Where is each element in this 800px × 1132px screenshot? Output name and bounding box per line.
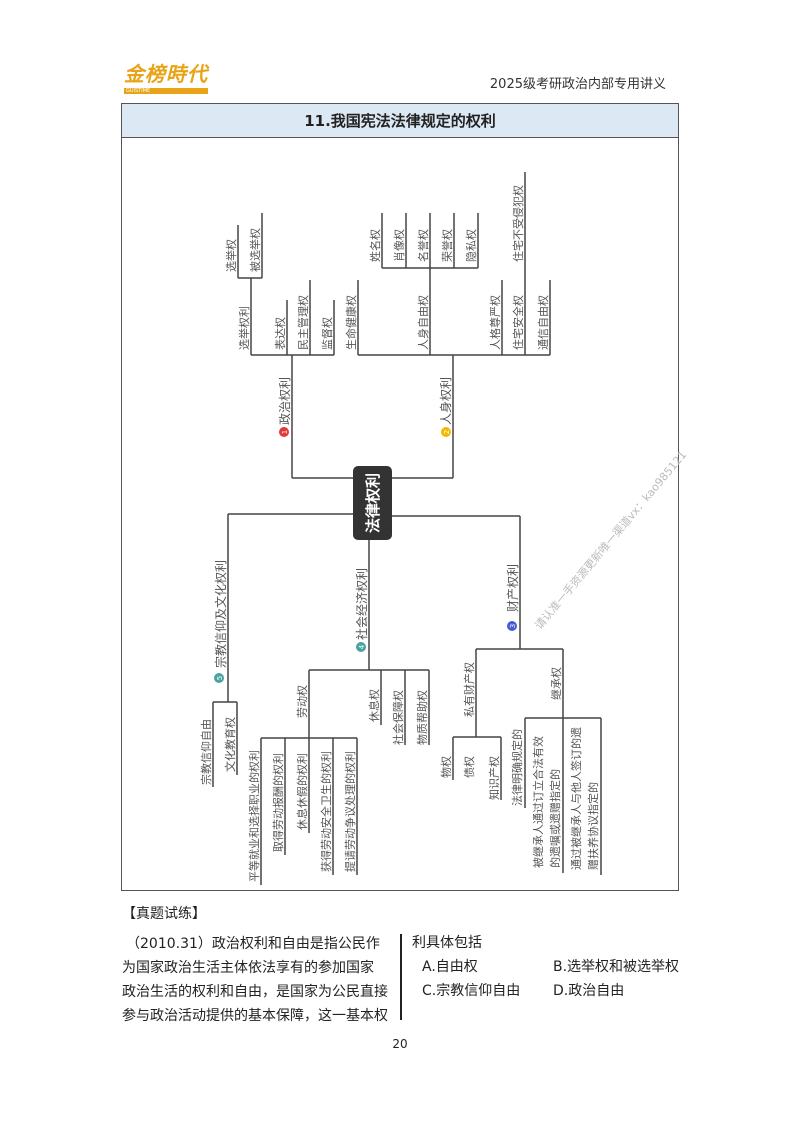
question-line: 政治生活的权利和自由，是国家为公民直接 xyxy=(122,984,388,1000)
node-label-personal-personal-freedom: 人身自由权 xyxy=(416,295,430,350)
node-label-personal-life-health: 生命健康权 xyxy=(344,295,358,350)
question-line: （2010.31）政治权利和自由是指公民作 xyxy=(126,936,380,952)
option-d: D.政治自由 xyxy=(553,983,625,999)
node-label-personal-dignity: 人格尊严权 xyxy=(488,295,502,350)
node-label-personal-name: 姓名权 xyxy=(368,229,382,262)
branch-label-personal-label: 人身权利 xyxy=(438,377,453,425)
node-label-property-will-1: 被继承人通过订立合法有效 xyxy=(531,736,545,868)
option-b: B.选举权和被选举权 xyxy=(553,959,680,975)
logo-subtext: GUISTIME xyxy=(124,88,208,94)
node-label-property-private-property: 私有财产权 xyxy=(462,662,476,717)
branch-number-badge-property xyxy=(507,621,517,631)
central-node xyxy=(353,466,392,540)
node-label-personal-correspondence: 通信自由权 xyxy=(536,295,550,350)
question-continuation: 利具体包括 xyxy=(412,935,482,951)
node-label-property-agreement-1: 通过被继承人与他人签订的遗 xyxy=(569,727,583,870)
node-label-personal-residence-inviolable: 住宅不受侵犯权 xyxy=(511,185,525,262)
branch-number-badge-personal xyxy=(441,427,451,437)
branch-number-personal: 2 xyxy=(443,430,451,434)
node-label-political-democratic-management: 民主管理权 xyxy=(296,295,310,350)
watermark: 请认准一手资源更新唯一渠道vx：kao985121 xyxy=(532,448,690,632)
node-label-personal-privacy: 隐私权 xyxy=(465,229,478,262)
node-label-property-real-right: 物权 xyxy=(439,756,453,778)
node-label-property-ip: 知识产权 xyxy=(487,756,501,800)
node-label-political-be-elected: 被选举权 xyxy=(248,228,262,272)
branch-number-property: 3 xyxy=(509,624,517,628)
column-divider xyxy=(400,934,402,1020)
branch-label-political-label: 政治权利 xyxy=(278,377,292,425)
node-label-social-remuneration: 取得劳动报酬的权利 xyxy=(271,753,285,852)
question-line: 参与政治活动提供的基本保障，这一基本权 xyxy=(122,1008,388,1024)
section-title: 11.我国宪法法律规定的权利 xyxy=(121,103,679,138)
node-label-social-vacation: 休息休假的权利 xyxy=(295,753,309,830)
node-label-personal-residence-safety: 住宅安全权 xyxy=(511,295,525,350)
node-label-social-social-security: 社会保障权 xyxy=(391,690,405,745)
branch-number-badge-social xyxy=(356,642,366,652)
branch-number-badge-religion xyxy=(214,673,224,683)
header-subtitle: 2025级考研政治内部专用讲义 xyxy=(489,77,666,92)
branch-label-property-label: 财产权利 xyxy=(506,564,520,612)
option-a: A.自由权 xyxy=(422,959,478,975)
page-number: 20 xyxy=(392,1037,408,1051)
branch-label-social-label: 社会经济权利 xyxy=(354,568,369,640)
node-label-political-expression: 表达权 xyxy=(273,317,287,350)
node-label-political-vote: 选举权 xyxy=(224,239,238,272)
node-label-property-inheritance: 继承权 xyxy=(550,667,563,700)
node-label-political-election: 选举权利 xyxy=(237,306,251,350)
node-label-personal-honor: 荣誉权 xyxy=(440,229,454,262)
node-label-social-safety: 获得劳动安全卫生的权利 xyxy=(319,751,333,872)
node-label-personal-portrait: 肖像权 xyxy=(392,229,406,262)
option-c: C.宗教信仰自由 xyxy=(422,983,521,999)
mindmap-frame xyxy=(121,136,679,891)
node-label-social-employment: 平等就业和选择职业的权利 xyxy=(247,750,261,882)
branch-number-political: 1 xyxy=(281,430,289,434)
logo-text: 金榜時代 xyxy=(124,62,208,86)
node-label-property-statutory: 法律明确规定的 xyxy=(510,729,524,806)
question-line: 为国家政治生活主体依法享有的参加国家 xyxy=(122,960,374,976)
logo: 金榜時代 GUISTIME xyxy=(124,58,208,94)
branch-number-badge-political xyxy=(279,427,289,437)
node-label-social-material-aid: 物质帮助权 xyxy=(415,690,429,745)
node-label-property-agreement-2: 赠扶养协议指定的 xyxy=(586,782,600,870)
node-label-social-dispute: 提请劳动争议处理的权利 xyxy=(343,751,357,872)
node-label-social-rest: 休息权 xyxy=(367,689,381,722)
exercise-heading: 【真题试练】 xyxy=(122,906,206,922)
node-label-property-creditor: 债权 xyxy=(462,756,476,778)
branch-number-social: 4 xyxy=(358,644,366,649)
node-label-property-will-2: 的遗嘱或遗赠指定的 xyxy=(548,769,562,868)
central-node-label: 法律权利 xyxy=(364,473,382,533)
node-label-religion-belief: 宗教信仰自由 xyxy=(199,719,213,785)
node-label-political-supervision: 监督权 xyxy=(320,317,334,350)
node-label-religion-education: 文化教育权 xyxy=(223,717,237,772)
node-label-social-labor: 劳动权 xyxy=(296,685,309,718)
branch-number-religion: 5 xyxy=(216,676,224,680)
node-label-personal-reputation: 名誉权 xyxy=(416,229,430,262)
question-text: （2010.31）政治权利和自由是指公民作 为国家政治生活主体依法享有的参加国家… xyxy=(122,932,394,1028)
branch-label-religion-label: 宗教信仰及文化权利 xyxy=(213,560,228,668)
